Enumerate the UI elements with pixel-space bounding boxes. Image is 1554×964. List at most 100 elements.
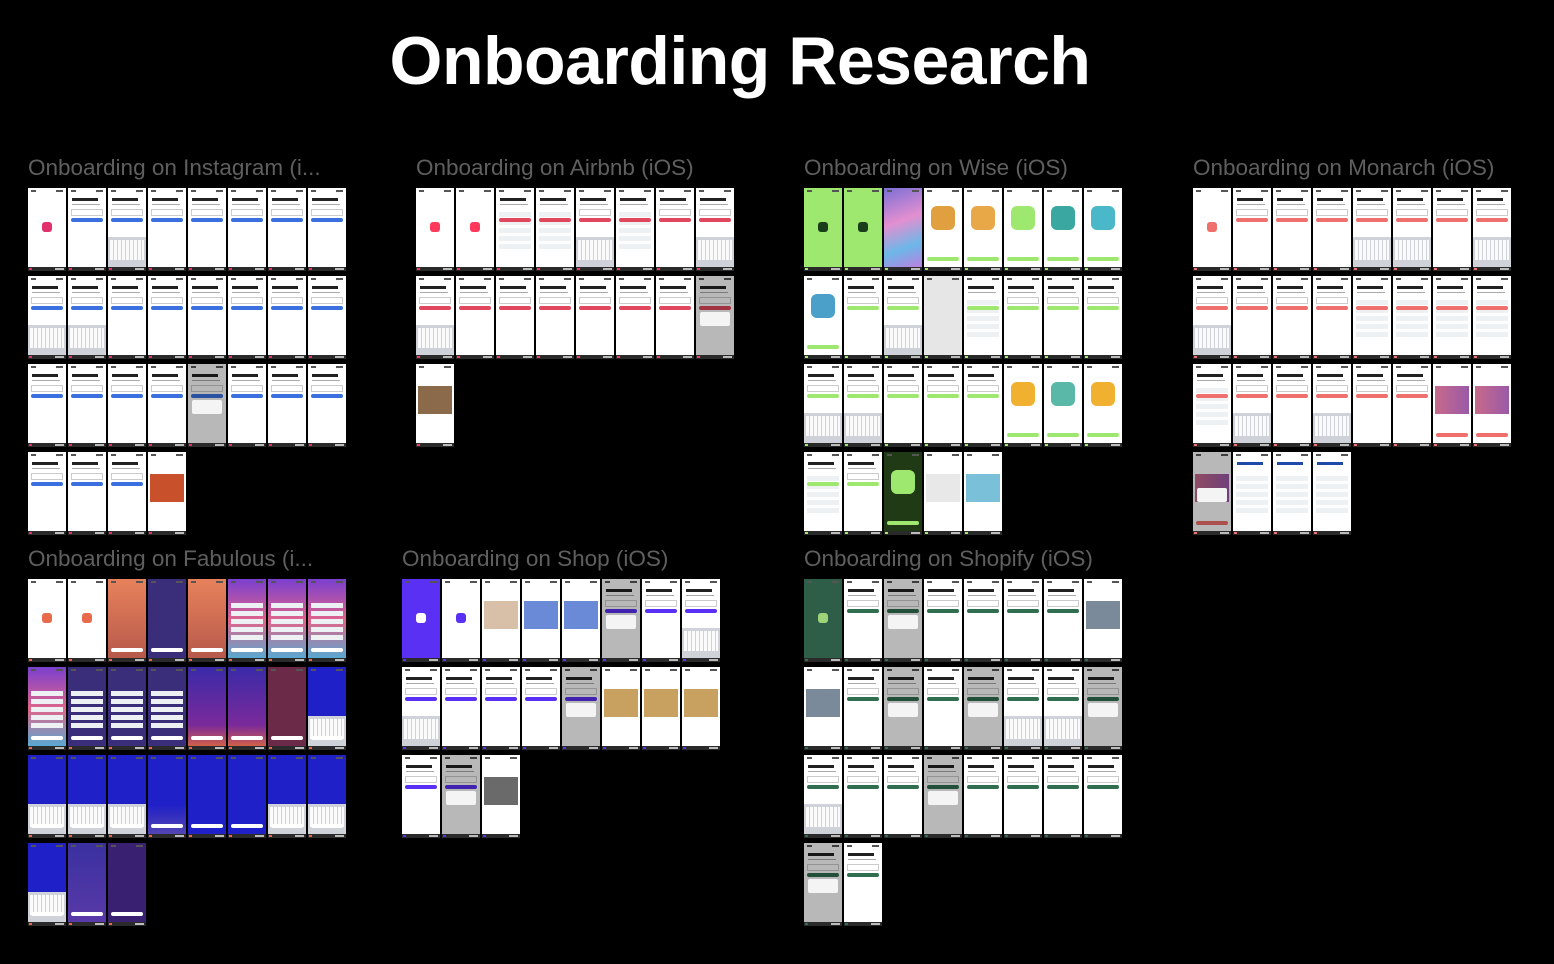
screen-thumbnail-create-password[interactable]: [1273, 276, 1311, 359]
screen-thumbnail-transactions[interactable]: [1313, 452, 1351, 535]
screen-thumbnail-survey[interactable]: [1353, 364, 1391, 447]
screen-thumbnail-sms-code[interactable]: [804, 364, 842, 447]
screen-thumbnail-goals-list[interactable]: [1353, 276, 1391, 359]
screen-thumbnail-choose-goals[interactable]: [108, 667, 146, 750]
screen-thumbnail-create-password[interactable]: [1233, 276, 1271, 359]
screen-thumbnail-web-signup[interactable]: [924, 579, 962, 662]
screen-thumbnail-account-type[interactable]: [964, 276, 1002, 359]
screen-thumbnail-finish-signup[interactable]: [656, 188, 694, 271]
screen-thumbnail-create-password[interactable]: [964, 364, 1002, 447]
screen-thumbnail-name-keyboard[interactable]: [28, 755, 66, 838]
screen-thumbnail-login-options[interactable]: [496, 188, 534, 271]
screen-thumbnail-web-signup[interactable]: [1004, 579, 1042, 662]
screen-thumbnail-web-signup-sheet[interactable]: [884, 667, 922, 750]
screen-thumbnail-notifications[interactable]: [616, 276, 654, 359]
screen-thumbnail-feed-empty[interactable]: [108, 452, 146, 535]
screen-thumbnail-start-selling-loading[interactable]: [964, 667, 1002, 750]
screen-thumbnail-create-password[interactable]: [268, 188, 306, 271]
screen-thumbnail-splash-logo[interactable]: [456, 188, 494, 271]
screen-thumbnail-phone-keyboard[interactable]: [576, 188, 614, 271]
screen-thumbnail-check-inbox[interactable]: [442, 667, 480, 750]
screen-thumbnail-email[interactable]: [1433, 188, 1471, 271]
screen-thumbnail-loading-sunset[interactable]: [228, 667, 266, 750]
screen-thumbnail-dashboard[interactable]: [1233, 452, 1271, 535]
screen-thumbnail-create-password[interactable]: [884, 364, 922, 447]
screen-thumbnail-trial[interactable]: [1473, 364, 1511, 447]
screen-thumbnail-notifications-alert[interactable]: [696, 276, 734, 359]
screen-thumbnail-email-keyboard[interactable]: [682, 579, 720, 662]
screen-thumbnail-splash-green[interactable]: [804, 188, 842, 271]
screen-thumbnail-choose-goals[interactable]: [68, 667, 106, 750]
screen-thumbnail-splash-logo[interactable]: [28, 579, 66, 662]
screen-thumbnail-address-keyboard[interactable]: [804, 755, 842, 838]
screen-thumbnail-shopping-for[interactable]: [602, 667, 640, 750]
screen-thumbnail-survey-keyboard[interactable]: [1233, 364, 1271, 447]
screen-thumbnail-question-sunset[interactable]: [228, 579, 266, 662]
screen-thumbnail-security-notifications[interactable]: [1004, 364, 1042, 447]
screen-thumbnail-welcome-store[interactable]: [844, 843, 882, 926]
screen-thumbnail-email-keyboard[interactable]: [268, 755, 306, 838]
screen-thumbnail-not-magic[interactable]: [108, 579, 146, 662]
screen-thumbnail-age-numpad[interactable]: [68, 755, 106, 838]
screen-thumbnail-notifications[interactable]: [656, 276, 694, 359]
screen-thumbnail-one-account[interactable]: [804, 276, 842, 359]
screen-thumbnail-finish-signup-error[interactable]: [496, 276, 534, 359]
screen-thumbnail-address-loading[interactable]: [804, 843, 842, 926]
screen-thumbnail-track-orders-alert[interactable]: [562, 667, 600, 750]
screen-thumbnail-splash-green-swipe[interactable]: [844, 188, 882, 271]
screen-thumbnail-accounts[interactable]: [1273, 452, 1311, 535]
screen-thumbnail-create-store-keyboard[interactable]: [1004, 667, 1042, 750]
screen-thumbnail-start-selling[interactable]: [844, 579, 882, 662]
screen-thumbnail-login-options[interactable]: [536, 188, 574, 271]
screen-thumbnail-explore-home[interactable]: [416, 364, 454, 447]
screen-thumbnail-email[interactable]: [308, 276, 346, 359]
screen-thumbnail-birthday-picker[interactable]: [28, 276, 66, 359]
screen-thumbnail-question-sunset[interactable]: [28, 667, 66, 750]
screen-thumbnail-web-signup[interactable]: [964, 579, 1002, 662]
screen-thumbnail-science-dark[interactable]: [148, 579, 186, 662]
screen-thumbnail-enter-email[interactable]: [844, 276, 882, 359]
screen-thumbnail-gender[interactable]: [188, 755, 226, 838]
screen-thumbnail-loading-sunset[interactable]: [188, 667, 226, 750]
screen-thumbnail-what-next[interactable]: [804, 452, 842, 535]
screen-thumbnail-survey-keyboard[interactable]: [1313, 364, 1351, 447]
screen-thumbnail-code-numpad[interactable]: [1193, 276, 1231, 359]
screen-thumbnail-login-options[interactable]: [616, 188, 654, 271]
screen-thumbnail-verify-phone[interactable]: [1044, 276, 1082, 359]
screen-thumbnail-country-residence[interactable]: [1004, 276, 1042, 359]
screen-thumbnail-create-password[interactable]: [924, 364, 962, 447]
screen-thumbnail-sms-code[interactable]: [844, 364, 882, 447]
screen-thumbnail-web-signup[interactable]: [924, 667, 962, 750]
screen-thumbnail-finish-signup[interactable]: [456, 276, 494, 359]
screen-thumbnail-address[interactable]: [844, 755, 882, 838]
section-label[interactable]: Onboarding on Shop (iOS): [402, 546, 669, 571]
section-label[interactable]: Onboarding on Shopify (iOS): [804, 546, 1093, 571]
screen-thumbnail-splash-gradient[interactable]: [884, 188, 922, 271]
screen-thumbnail-confirmation-code[interactable]: [28, 364, 66, 447]
screen-thumbnail-intro-countries[interactable]: [924, 188, 962, 271]
section-label[interactable]: Onboarding on Monarch (iOS): [1193, 155, 1495, 180]
screen-thumbnail-email-keyboard[interactable]: [28, 843, 66, 926]
screen-thumbnail-confirmation-code[interactable]: [68, 364, 106, 447]
screen-thumbnail-birthday-picker[interactable]: [68, 276, 106, 359]
screen-thumbnail-name[interactable]: [148, 188, 186, 271]
screen-thumbnail-email-keyboard[interactable]: [1393, 188, 1431, 271]
screen-thumbnail-home-card[interactable]: [964, 452, 1002, 535]
screen-thumbnail-mobile-number[interactable]: [228, 276, 266, 359]
screen-thumbnail-enter-email-keyboard[interactable]: [884, 276, 922, 359]
screen-thumbnail-splash-purple[interactable]: [402, 579, 440, 662]
screen-thumbnail-save-login-info[interactable]: [308, 188, 346, 271]
screen-thumbnail-intro-accounts[interactable]: [1233, 188, 1271, 271]
screen-thumbnail-profile-picture-added[interactable]: [228, 364, 266, 447]
screen-thumbnail-email-keyboard[interactable]: [402, 667, 440, 750]
screen-thumbnail-use-app-confirm[interactable]: [1084, 364, 1122, 447]
screen-thumbnail-web-captcha-images[interactable]: [1084, 579, 1122, 662]
screen-thumbnail-remember-login[interactable]: [68, 452, 106, 535]
screen-thumbnail-intro-assets[interactable]: [1044, 188, 1082, 271]
screen-thumbnail-create-password[interactable]: [188, 188, 226, 271]
screen-thumbnail-shopping-for[interactable]: [642, 667, 680, 750]
screen-thumbnail-finish-signup-keyboard[interactable]: [696, 188, 734, 271]
screen-thumbnail-identify[interactable]: [148, 755, 186, 838]
screen-thumbnail-splash-green[interactable]: [804, 579, 842, 662]
screen-thumbnail-splash-logo[interactable]: [416, 188, 454, 271]
